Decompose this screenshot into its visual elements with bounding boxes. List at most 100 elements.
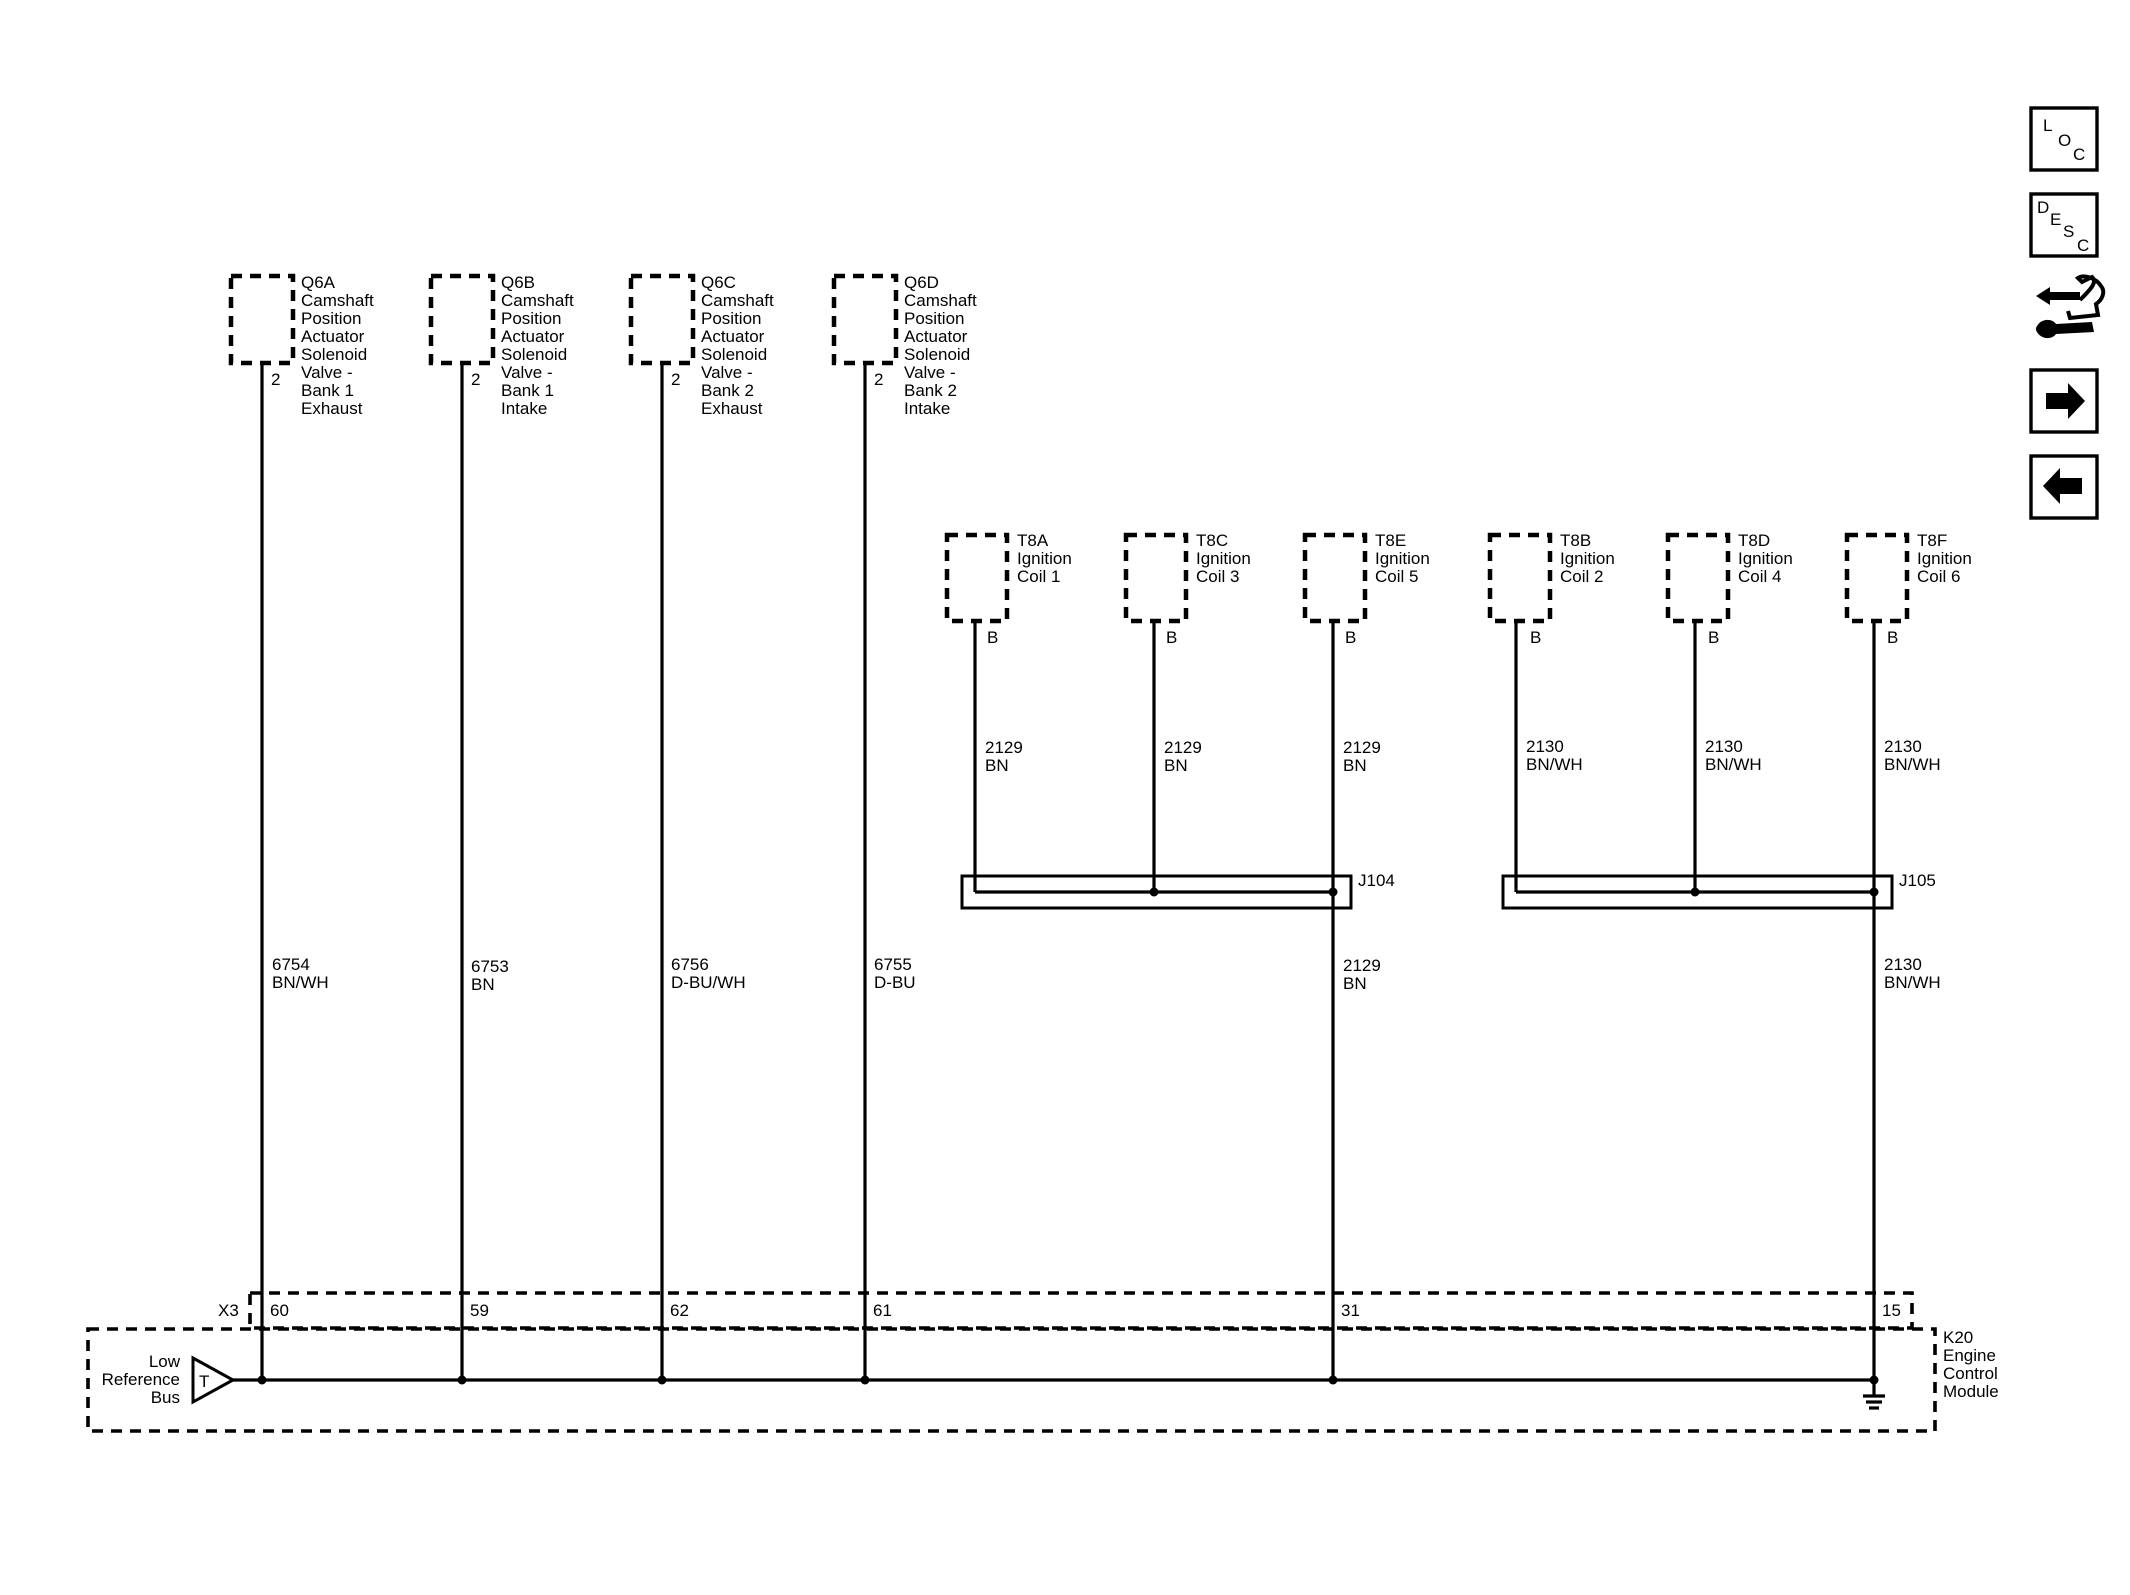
- svg-text:Low: Low: [149, 1352, 181, 1371]
- splice-dot: [1149, 887, 1159, 897]
- svg-text:BN/WH: BN/WH: [1884, 755, 1941, 774]
- svg-text:Solenoid: Solenoid: [701, 345, 767, 364]
- svg-text:D: D: [2037, 198, 2049, 217]
- next-button[interactable]: [2029, 368, 2099, 434]
- svg-text:BN: BN: [1164, 756, 1188, 775]
- svg-text:Position: Position: [701, 309, 761, 328]
- svg-text:BN/WH: BN/WH: [1884, 973, 1941, 992]
- svg-text:Control: Control: [1943, 1364, 1998, 1383]
- svg-text:Reference: Reference: [102, 1370, 180, 1389]
- svg-text:BN: BN: [471, 975, 495, 994]
- svg-text:J104: J104: [1358, 871, 1395, 890]
- svg-text:Bank 1: Bank 1: [501, 381, 554, 400]
- svg-text:6756: 6756: [671, 955, 709, 974]
- splice-j105[interactable]: J105: [1501, 871, 1936, 910]
- svg-text:B: B: [1166, 628, 1177, 647]
- svg-text:6753: 6753: [471, 957, 509, 976]
- svg-text:2130: 2130: [1526, 737, 1564, 756]
- svg-text:C: C: [2073, 145, 2085, 164]
- svg-text:BN/WH: BN/WH: [272, 973, 329, 992]
- svg-text:Camshaft: Camshaft: [301, 291, 374, 310]
- svg-text:Intake: Intake: [904, 399, 950, 418]
- svg-text:Coil 4: Coil 4: [1738, 567, 1781, 586]
- connector-x3-outline: [248, 1291, 1914, 1330]
- svg-text:Coil 1: Coil 1: [1017, 567, 1060, 586]
- svg-text:Ignition: Ignition: [1196, 549, 1251, 568]
- coil-t8d[interactable]: T8D Ignition Coil 4 B: [1665, 531, 1793, 647]
- svg-text:Coil 2: Coil 2: [1560, 567, 1603, 586]
- previous-button[interactable]: [2029, 454, 2099, 520]
- q6-wire-labels: 6754 BN/WH 6753 BN 6756 D-BU/WH 6755 D-B…: [272, 955, 916, 994]
- svg-text:T8A: T8A: [1017, 531, 1049, 550]
- svg-text:K20: K20: [1943, 1328, 1973, 1347]
- svg-text:BN: BN: [1343, 756, 1367, 775]
- svg-text:Ignition: Ignition: [1560, 549, 1615, 568]
- svg-text:D-BU/WH: D-BU/WH: [671, 973, 746, 992]
- svg-text:60: 60: [270, 1301, 289, 1320]
- svg-text:B: B: [1345, 628, 1356, 647]
- module-outline: [86, 1327, 1937, 1433]
- svg-text:Position: Position: [301, 309, 361, 328]
- svg-text:Actuator: Actuator: [904, 327, 968, 346]
- svg-text:B: B: [1530, 628, 1541, 647]
- svg-text:Actuator: Actuator: [701, 327, 765, 346]
- connector-wrench-icon[interactable]: [2036, 274, 2106, 339]
- arrow-left-icon: [2043, 468, 2082, 504]
- svg-text:B: B: [1887, 628, 1898, 647]
- svg-text:BN: BN: [1343, 974, 1367, 993]
- splice-dot: [1328, 887, 1338, 897]
- q6b-id: Q6B: [501, 273, 535, 292]
- coil-t8f[interactable]: T8F Ignition Coil 6 B: [1844, 531, 1972, 647]
- svg-text:Actuator: Actuator: [501, 327, 565, 346]
- junction-dot: [1328, 1375, 1338, 1385]
- loc-button[interactable]: L O C: [2029, 106, 2099, 172]
- svg-text:BN: BN: [985, 756, 1009, 775]
- svg-text:Bus: Bus: [151, 1388, 180, 1407]
- coil-t8b[interactable]: T8B Ignition Coil 2 B: [1487, 531, 1615, 647]
- svg-text:Position: Position: [904, 309, 964, 328]
- ground-icon: [1863, 1380, 1885, 1410]
- q6c-pin: 2: [671, 370, 680, 389]
- junction-dot: [860, 1375, 870, 1385]
- svg-text:Camshaft: Camshaft: [501, 291, 574, 310]
- coil-t8c[interactable]: T8C Ignition Coil 3 B: [1123, 531, 1251, 647]
- svg-text:Valve -: Valve -: [501, 363, 553, 382]
- svg-text:2130: 2130: [1705, 737, 1743, 756]
- svg-text:61: 61: [873, 1301, 892, 1320]
- solenoid-q6d[interactable]: Q6D Camshaft Position Actuator Solenoid …: [831, 273, 977, 418]
- splice-dot: [1690, 887, 1700, 897]
- svg-text:Ignition: Ignition: [1917, 549, 1972, 568]
- splice-out-labels: 2129 BN 2130 BN/WH: [1343, 955, 1941, 993]
- svg-text:T: T: [199, 1372, 209, 1391]
- arrow-right-icon: [2046, 383, 2085, 419]
- svg-text:Ignition: Ignition: [1375, 549, 1430, 568]
- svg-text:BN/WH: BN/WH: [1526, 755, 1583, 774]
- svg-text:T8D: T8D: [1738, 531, 1770, 550]
- junction-dot: [457, 1375, 467, 1385]
- svg-text:T8E: T8E: [1375, 531, 1406, 550]
- solenoid-q6c[interactable]: Q6C Camshaft Position Actuator Solenoid …: [628, 273, 774, 418]
- coil-t8a[interactable]: T8A Ignition Coil 1 B: [944, 531, 1072, 647]
- desc-button[interactable]: D E S C: [2029, 192, 2099, 258]
- svg-text:15: 15: [1882, 1301, 1901, 1320]
- solenoid-q6a[interactable]: Q6A Camshaft Position Actuator Solenoid …: [228, 273, 374, 418]
- svg-text:E: E: [2050, 210, 2061, 229]
- q6a-pin: 2: [271, 370, 280, 389]
- svg-text:59: 59: [470, 1301, 489, 1320]
- svg-text:J105: J105: [1899, 871, 1936, 890]
- module-k20[interactable]: X3 60 59 62 61 31 15 K20 Engine Control …: [86, 1291, 1999, 1433]
- splice-j104[interactable]: J104: [960, 871, 1395, 910]
- solenoid-q6b[interactable]: Q6B Camshaft Position Actuator Solenoid …: [428, 273, 574, 418]
- coil-t8e[interactable]: T8E Ignition Coil 5 B: [1302, 531, 1430, 647]
- q6c-id: Q6C: [701, 273, 736, 292]
- splice-dot: [1869, 887, 1879, 897]
- svg-text:BN/WH: BN/WH: [1705, 755, 1762, 774]
- coil-wires: [973, 621, 1876, 1380]
- svg-text:6754: 6754: [272, 955, 310, 974]
- svg-text:Position: Position: [501, 309, 561, 328]
- svg-text:2129: 2129: [985, 738, 1023, 757]
- svg-text:T8C: T8C: [1196, 531, 1228, 550]
- svg-text:2130: 2130: [1884, 737, 1922, 756]
- svg-text:Module: Module: [1943, 1382, 1999, 1401]
